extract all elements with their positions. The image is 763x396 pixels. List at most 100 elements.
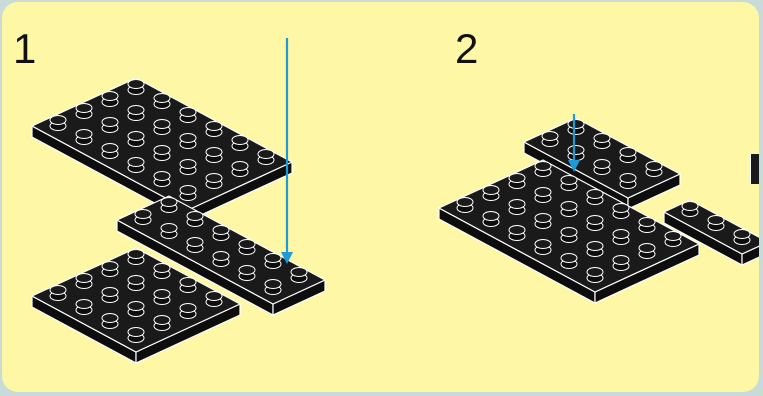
stud-top xyxy=(535,214,551,223)
stud-top xyxy=(102,314,118,323)
stud-top xyxy=(587,268,603,277)
stud-top xyxy=(135,210,151,219)
stud xyxy=(135,210,151,225)
stud-top xyxy=(128,276,144,285)
stud-top xyxy=(180,108,196,117)
stud xyxy=(587,242,603,257)
stud-top xyxy=(180,160,196,169)
stud xyxy=(213,252,229,267)
stud xyxy=(76,300,92,315)
stud-top xyxy=(154,290,170,299)
stud xyxy=(594,134,610,149)
stud xyxy=(206,174,222,189)
stud-top xyxy=(213,226,229,235)
stud xyxy=(128,250,144,265)
stud xyxy=(50,286,66,301)
stud xyxy=(561,176,577,191)
stud xyxy=(128,106,144,121)
stud-top xyxy=(180,134,196,143)
stud-top xyxy=(613,256,629,265)
stud xyxy=(620,174,636,189)
stud-top xyxy=(665,232,681,241)
stud-top xyxy=(587,216,603,225)
stud xyxy=(154,146,170,161)
stud xyxy=(639,218,655,233)
stud xyxy=(102,288,118,303)
stud-top xyxy=(587,190,603,199)
instruction-panel: 1 2 xyxy=(2,2,759,392)
stud xyxy=(180,108,196,123)
stud xyxy=(180,278,196,293)
stud-top xyxy=(594,134,610,143)
stud-top xyxy=(239,266,255,275)
stud-top xyxy=(102,262,118,271)
stud-top xyxy=(187,212,203,221)
stud xyxy=(613,256,629,271)
stud xyxy=(509,226,525,241)
stud xyxy=(291,268,307,283)
stud-top xyxy=(102,92,118,101)
stud xyxy=(568,146,584,161)
stud-top xyxy=(128,106,144,115)
stud xyxy=(128,158,144,173)
stud xyxy=(76,274,92,289)
stud xyxy=(265,280,281,295)
stud xyxy=(509,174,525,189)
stud xyxy=(561,202,577,217)
stud-top xyxy=(483,186,499,195)
step-2-illustration xyxy=(439,114,759,303)
stud-top xyxy=(483,212,499,221)
stud xyxy=(542,132,558,147)
stud xyxy=(265,254,281,269)
stud-top xyxy=(239,240,255,249)
stud xyxy=(180,186,196,201)
stud-top xyxy=(232,162,248,171)
stud xyxy=(646,162,662,177)
stud xyxy=(258,150,274,165)
stud xyxy=(180,134,196,149)
stud-top xyxy=(154,172,170,181)
stud-top xyxy=(265,280,281,289)
stud xyxy=(76,104,92,119)
stud-top xyxy=(102,288,118,297)
stud xyxy=(734,230,750,245)
stud xyxy=(613,230,629,245)
stud xyxy=(161,198,177,213)
stud-top xyxy=(128,328,144,337)
stud-top xyxy=(509,200,525,209)
stud xyxy=(587,216,603,231)
stud-top xyxy=(509,226,525,235)
stud xyxy=(594,160,610,175)
stud-top xyxy=(620,148,636,157)
stud-top xyxy=(535,188,551,197)
stud xyxy=(483,186,499,201)
stud-top xyxy=(613,204,629,213)
stud-top xyxy=(265,254,281,263)
stud-top xyxy=(639,218,655,227)
stud xyxy=(180,160,196,175)
stud xyxy=(76,130,92,145)
stud xyxy=(239,266,255,281)
stud-top xyxy=(206,122,222,131)
stud xyxy=(239,240,255,255)
stud-top xyxy=(102,118,118,127)
stud xyxy=(708,216,724,231)
stud xyxy=(128,328,144,343)
stud xyxy=(561,254,577,269)
stud-top xyxy=(128,132,144,141)
stud xyxy=(154,120,170,135)
stud xyxy=(587,268,603,283)
stud xyxy=(232,136,248,151)
stud-top xyxy=(561,176,577,185)
stud-top xyxy=(76,130,92,139)
step-1-illustration xyxy=(32,38,325,363)
stud xyxy=(587,190,603,205)
stud xyxy=(682,202,698,217)
stud xyxy=(535,162,551,177)
stud-top xyxy=(161,198,177,207)
stud xyxy=(128,80,144,95)
stud-top xyxy=(50,286,66,295)
stud-top xyxy=(154,264,170,273)
stud xyxy=(613,204,629,219)
instruction-art xyxy=(2,2,759,392)
